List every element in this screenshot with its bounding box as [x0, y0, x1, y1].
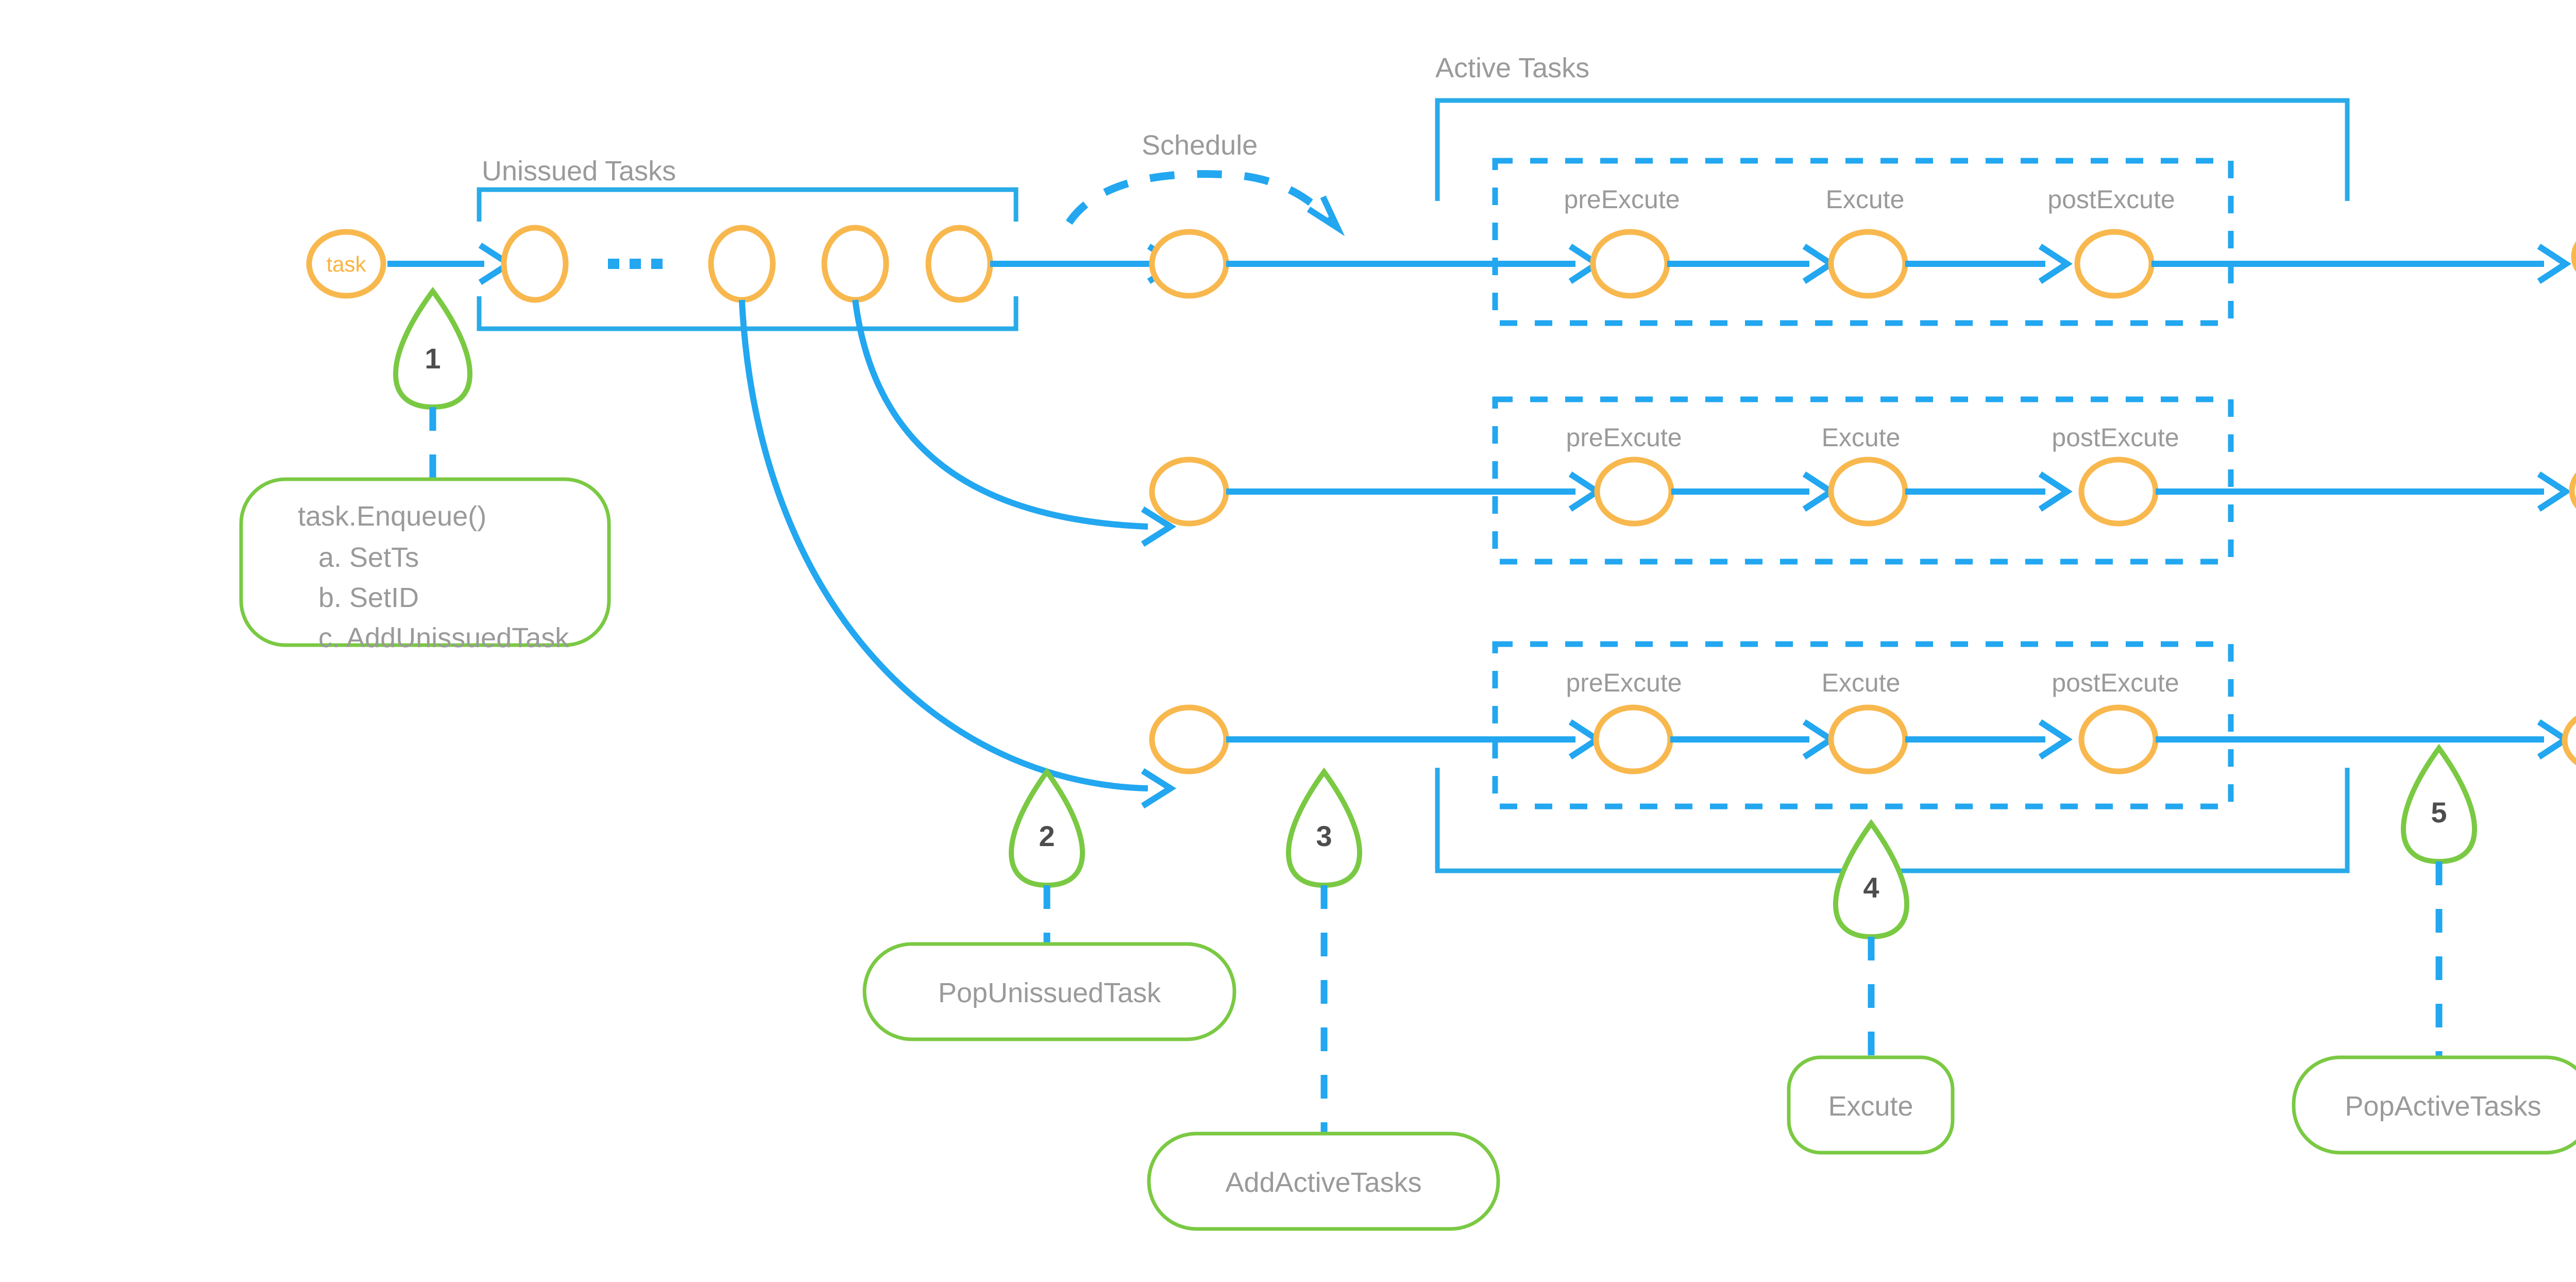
marker-2-number: 2	[1039, 820, 1055, 852]
schedule-annotation: Schedule	[1065, 130, 1345, 237]
row3-end-node[interactable]	[2562, 710, 2576, 771]
callout-enqueue-item-a: a. SetTs	[318, 542, 419, 573]
row1-preexcute-label: preExcute	[1564, 185, 1680, 214]
callout-pop-active[interactable]: PopActiveTasks	[2292, 1055, 2576, 1155]
row1-postexcute-node[interactable]	[2074, 229, 2155, 299]
unissued-node-2[interactable]	[708, 225, 776, 303]
unissued-node-4[interactable]	[925, 225, 993, 303]
callout-pop-unissued-box	[862, 942, 1236, 1041]
row1-excute-node[interactable]	[1828, 229, 1908, 299]
callout-enqueue-title: task.Enqueue()	[298, 501, 486, 532]
row2-postexcute-node[interactable]	[2078, 457, 2159, 527]
row3-dashed-box	[1492, 641, 2234, 809]
callout-enqueue-item-c: c. AddUnissuedTask	[318, 622, 569, 653]
marker-2[interactable]: 2	[1009, 767, 1085, 888]
queue-node-shape	[821, 225, 889, 303]
callout-excute-box	[1787, 1055, 1955, 1155]
marker-3[interactable]: 3	[1286, 767, 1362, 888]
unissued-bracket-top	[477, 187, 1019, 222]
marker-3-number: 3	[1316, 820, 1332, 852]
row1-queue-node[interactable]	[1149, 229, 1229, 299]
row1-end-node[interactable]	[2571, 226, 2576, 288]
row1-preexcute-node[interactable]	[1590, 229, 1670, 299]
row2-excute-node[interactable]	[1828, 457, 1908, 527]
callout-pop-unissued-label: PopUnissuedTask	[938, 977, 1161, 1008]
row3-postexcute-node[interactable]	[2078, 704, 2159, 774]
row1-postexcute-label: postExcute	[2047, 185, 2175, 214]
marker-4-number: 4	[1863, 871, 1879, 904]
schedule-label: Schedule	[1142, 130, 1258, 161]
callout-excute[interactable]: Excute	[1787, 1055, 1955, 1155]
row1-dashed-box	[1492, 158, 2234, 326]
callout-excute-label: Excute	[1828, 1091, 1913, 1122]
active-bracket-top	[1435, 98, 2350, 201]
row2-dashed-box	[1492, 396, 2234, 565]
row3-preexcute-node[interactable]	[1593, 704, 1673, 774]
arrow-task-to-queue	[387, 242, 515, 285]
callout-pop-active-box	[2292, 1055, 2576, 1155]
marker-5-number: 5	[2431, 796, 2447, 829]
callout-enqueue-item-b: b. SetID	[318, 582, 419, 613]
flow-queue-to-row3	[739, 299, 1177, 809]
row3-preexcute-label: preExcute	[1566, 668, 1682, 697]
active-tasks-label: Active Tasks	[1435, 53, 1589, 83]
row3-excute-node[interactable]	[1828, 704, 1908, 774]
row1-excute-label: Excute	[1826, 185, 1905, 214]
row3-postexcute-label: postExcute	[2052, 668, 2179, 697]
callout-add-active-box	[1147, 1132, 1500, 1231]
callout-add-active-label: AddActiveTasks	[1225, 1167, 1421, 1198]
row2-queue-node[interactable]	[1149, 457, 1229, 527]
pipeline-row-2: preExcute Excute postExcute	[1149, 396, 2576, 565]
callout-pop-unissued[interactable]: PopUnissuedTask	[862, 942, 1236, 1041]
flow-queue-to-row2	[852, 299, 1177, 547]
row2-end-node[interactable]	[2569, 460, 2576, 521]
unissued-bracket-bottom	[477, 296, 1019, 331]
marker-5[interactable]: 5	[2401, 744, 2477, 865]
marker-1-number: 1	[425, 342, 440, 375]
callout-add-active[interactable]: AddActiveTasks	[1147, 1132, 1500, 1231]
unissued-ellipsis	[608, 259, 663, 269]
pipeline-row-1: preExcute Excute postExcute	[1149, 158, 2576, 326]
unissued-tasks-label: Unissued Tasks	[482, 156, 676, 187]
row3-excute-label: Excute	[1822, 668, 1901, 697]
unissued-node-1[interactable]	[501, 225, 569, 303]
task-node-label: task	[326, 252, 366, 276]
unissued-tasks-group: Unissued Tasks	[477, 156, 1019, 331]
unissued-node-3[interactable]	[821, 225, 889, 303]
pipeline-row-3: preExcute Excute postExcute	[1149, 641, 2576, 809]
callout-enqueue-box	[239, 477, 611, 647]
task-node-shape	[306, 229, 386, 299]
flow-queue-to-row1	[990, 243, 1181, 284]
queue-node-shape	[708, 225, 776, 303]
row2-preexcute-node[interactable]	[1594, 457, 1674, 527]
row2-excute-label: Excute	[1822, 423, 1901, 452]
row2-postexcute-label: postExcute	[2052, 423, 2179, 452]
row3-queue-node[interactable]	[1149, 704, 1229, 774]
callout-enqueue[interactable]: task.Enqueue() a. SetTs b. SetID c. AddU…	[239, 477, 611, 653]
row2-preexcute-label: preExcute	[1566, 423, 1682, 452]
callout-pop-active-label: PopActiveTasks	[2345, 1091, 2541, 1122]
queue-node-shape	[925, 225, 993, 303]
queue-node-shape	[501, 225, 569, 303]
source-task-node[interactable]: task	[306, 229, 386, 299]
marker-4[interactable]: 4	[1833, 819, 1909, 940]
marker-1[interactable]: 1	[393, 286, 472, 410]
